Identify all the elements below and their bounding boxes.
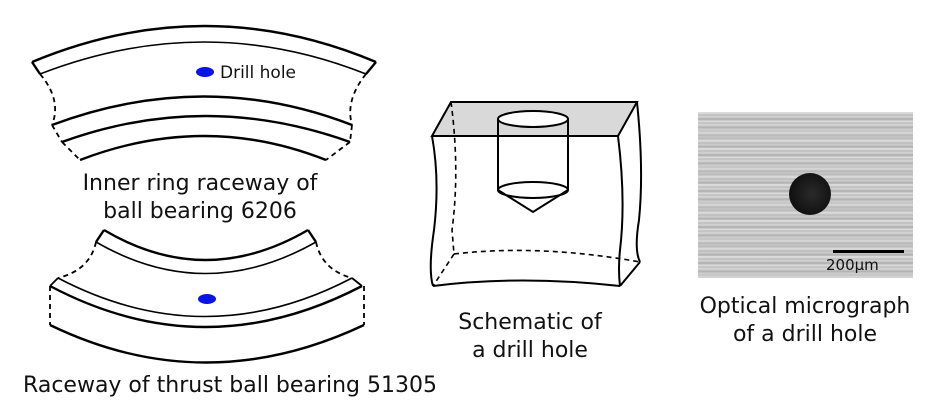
inner-ring-caption-line1: Inner ring raceway of	[82, 171, 318, 196]
scale-bar	[833, 250, 904, 253]
thrust-raceway-caption: Raceway of thrust ball bearing 51305	[23, 373, 437, 398]
schematic-caption-line2: a drill hole	[472, 338, 588, 363]
schematic-caption-line1: Schematic of	[458, 310, 602, 335]
scale-bar-label: 200μm	[826, 256, 879, 274]
micrograph-caption-line2: of a drill hole	[732, 322, 878, 347]
drill-hole-annotation: Drill hole	[220, 63, 297, 83]
inner-ring-caption-line2: ball bearing 6206	[103, 199, 297, 224]
drill-hole-marker-thrust	[198, 294, 216, 304]
drill-hole-in-micrograph	[789, 173, 831, 215]
inner-ring-drawing	[31, 24, 377, 162]
micrograph-caption-line1: Optical micrograph	[699, 294, 911, 319]
drill-hole-marker	[196, 67, 214, 77]
thrust-raceway-drawing	[49, 228, 365, 364]
schematic-drawing	[429, 101, 643, 287]
